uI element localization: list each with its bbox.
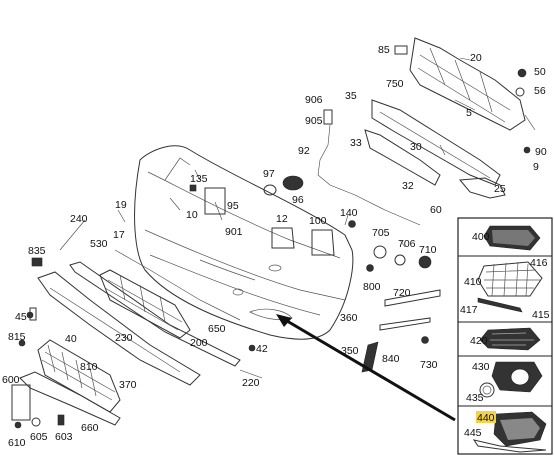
fog-part-705 — [373, 245, 387, 259]
label-56: 56 — [534, 85, 546, 97]
sensor-95 — [204, 187, 226, 215]
label-706: 706 — [398, 238, 416, 250]
ring-97 — [263, 184, 277, 196]
label-90: 90 — [535, 146, 547, 158]
label-600: 600 — [2, 374, 20, 386]
label-901: 901 — [225, 226, 243, 238]
leader-lines — [59, 57, 536, 379]
holder-12 — [271, 227, 295, 249]
label-650: 650 — [208, 323, 226, 335]
label-440-highlight — [476, 411, 496, 423]
part-410-grille — [477, 261, 543, 297]
label-710: 710 — [419, 244, 437, 256]
label-45: 45 — [15, 311, 27, 323]
part-417-strip — [477, 297, 523, 313]
label-50: 50 — [534, 66, 546, 78]
label-800: 800 — [363, 281, 381, 293]
label-435: 435 — [466, 392, 484, 404]
label-32: 32 — [402, 180, 414, 192]
label-12: 12 — [276, 213, 288, 225]
label-360: 360 — [340, 312, 358, 324]
part-435-ring — [479, 382, 495, 398]
label-19: 19 — [115, 199, 127, 211]
label-905: 905 — [305, 115, 323, 127]
label-400: 400 — [472, 231, 490, 243]
label-20: 20 — [470, 52, 482, 64]
fog-part-710 — [418, 255, 432, 269]
side-grille-200 — [99, 269, 191, 339]
label-220: 220 — [242, 377, 260, 389]
label-40: 40 — [65, 333, 77, 345]
label-420: 420 — [470, 335, 488, 347]
panel-labels: 400 416 410 417 415 420 430 435 440 445 — [460, 231, 550, 439]
label-810: 810 — [80, 361, 98, 373]
label-350: 350 — [341, 345, 359, 357]
label-603: 603 — [55, 431, 73, 443]
label-660: 660 — [81, 422, 99, 434]
trim-720 — [384, 289, 441, 307]
label-60: 60 — [430, 204, 442, 216]
label-100: 100 — [309, 215, 327, 227]
label-445: 445 — [464, 427, 482, 439]
label-906: 906 — [305, 94, 323, 106]
label-417: 417 — [460, 304, 478, 316]
label-410: 410 — [464, 276, 482, 288]
bracket-25 — [458, 177, 506, 199]
lower-lip-parts — [19, 249, 241, 426]
label-415: 415 — [532, 309, 550, 321]
label-85: 85 — [378, 44, 390, 56]
label-240: 240 — [70, 213, 88, 225]
label-5: 5 — [466, 107, 472, 119]
label-835: 835 — [28, 245, 46, 257]
label-96: 96 — [292, 194, 304, 206]
label-17: 17 — [113, 229, 125, 241]
label-200: 200 — [190, 337, 208, 349]
label-9: 9 — [533, 161, 539, 173]
label-730: 730 — [420, 359, 438, 371]
bumper-cover — [134, 145, 354, 340]
label-430: 430 — [472, 361, 490, 373]
part-445-strip — [472, 439, 547, 453]
fasteners — [14, 45, 531, 429]
label-135: 135 — [190, 173, 208, 185]
label-750: 750 — [386, 78, 404, 90]
label-605: 605 — [30, 431, 48, 443]
label-35: 35 — [345, 90, 357, 102]
part-labels: 85 20 50 56 750 906 35 5 905 33 30 92 90… — [2, 44, 547, 449]
label-705: 705 — [372, 227, 390, 239]
label-370: 370 — [119, 379, 137, 391]
label-815: 815 — [8, 331, 26, 343]
label-25: 25 — [494, 183, 506, 195]
trim-700 — [379, 317, 431, 331]
holder-100 — [311, 229, 335, 256]
label-95: 95 — [227, 200, 239, 212]
label-30: 30 — [410, 141, 422, 153]
label-10: 10 — [186, 209, 198, 221]
label-610: 610 — [8, 437, 26, 449]
bumper-carrier — [364, 37, 526, 186]
label-42: 42 — [256, 343, 268, 355]
detail-arrow — [281, 316, 456, 422]
label-840: 840 — [382, 353, 400, 365]
washer-nozzle-905 — [323, 109, 333, 125]
label-140: 140 — [340, 207, 358, 219]
label-92: 92 — [298, 145, 310, 157]
license-plate-600 — [11, 384, 31, 421]
label-440: 440 — [477, 412, 495, 424]
fog-part-706 — [394, 254, 406, 266]
label-720: 720 — [393, 287, 411, 299]
label-530: 530 — [90, 238, 108, 250]
park-sensor-96 — [282, 175, 304, 191]
detail-panel — [457, 217, 553, 455]
label-33: 33 — [350, 137, 362, 149]
label-97: 97 — [263, 168, 275, 180]
part-420-cover — [479, 327, 541, 351]
lower-grille-810 — [37, 339, 121, 413]
label-230: 230 — [115, 332, 133, 344]
label-416: 416 — [530, 257, 548, 269]
